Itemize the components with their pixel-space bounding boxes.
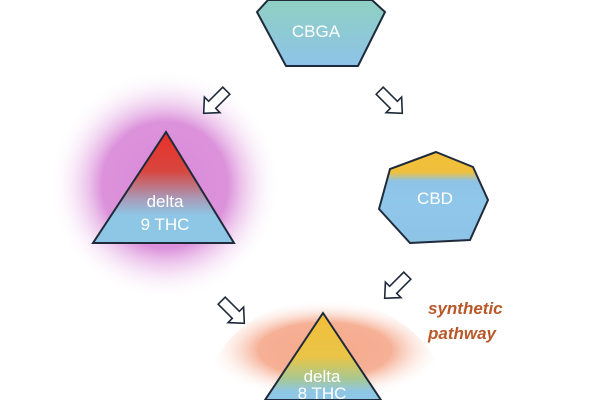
arrow-delta9-to-delta8	[217, 296, 246, 325]
triangle-shape	[263, 311, 383, 400]
pentagon-shape	[255, 0, 387, 67]
arrow-icon	[217, 296, 246, 325]
node-delta9-thc: delta 9 THC	[91, 130, 236, 244]
cbga-label: CBGA	[292, 22, 341, 41]
arrow-cbga-to-cbd	[375, 86, 404, 115]
arrow-icon	[383, 271, 412, 300]
annotation-line1: synthetic	[428, 299, 503, 318]
delta9-label-line1: delta	[147, 192, 184, 211]
arrow-cbd-to-delta8	[383, 271, 412, 300]
heptagon-shape	[377, 150, 490, 245]
arrow-icon	[202, 86, 231, 115]
delta9-label-line2: 9 THC	[141, 215, 190, 234]
node-cbd: CBD	[377, 150, 490, 245]
arrow-icon	[375, 86, 404, 115]
node-delta8-thc: delta 8 THC	[263, 311, 383, 400]
node-cbga: CBGA	[255, 0, 387, 67]
delta8-label-line1: delta	[304, 367, 341, 386]
arrow-cbga-to-delta9	[202, 86, 231, 115]
cbd-label: CBD	[417, 189, 453, 208]
delta8-label-line2: 8 THC	[298, 384, 347, 400]
annotation-line2: pathway	[427, 324, 498, 343]
triangle-shape	[91, 130, 236, 244]
